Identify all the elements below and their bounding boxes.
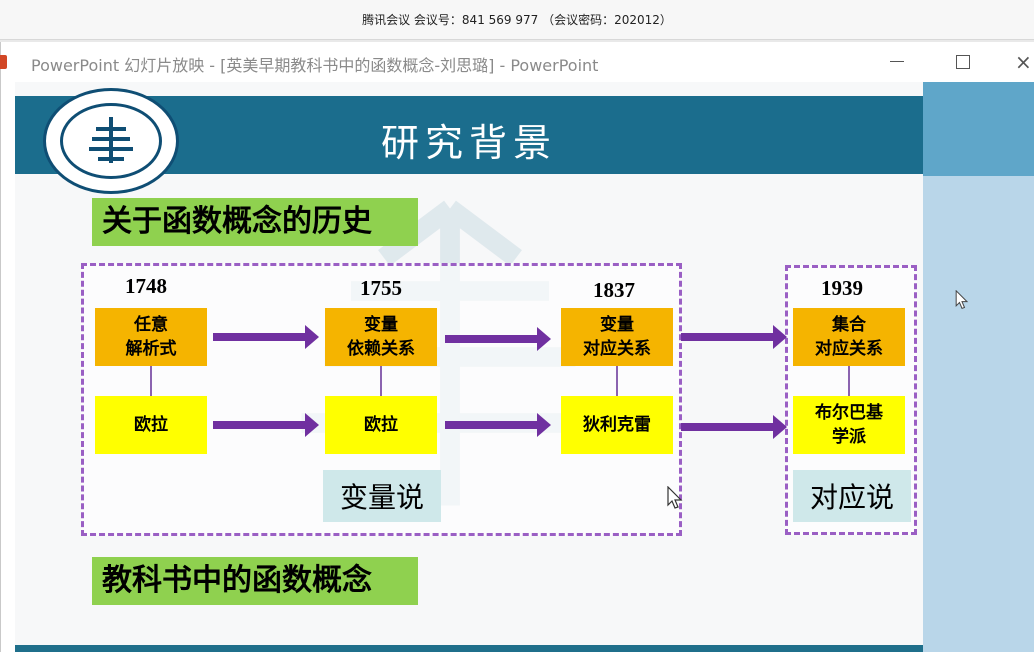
- arrow-right-icon: [773, 325, 787, 349]
- connector-line: [150, 366, 152, 396]
- person-dirichlet: 狄利克雷: [561, 396, 673, 454]
- minimize-button[interactable]: [877, 48, 917, 76]
- maximize-icon: [956, 55, 970, 69]
- person-euler-1755: 欧拉: [325, 396, 437, 454]
- person-euler-1748: 欧拉: [95, 396, 207, 454]
- arrow-body: [681, 423, 773, 431]
- close-button[interactable]: ×: [1005, 48, 1034, 76]
- powerpoint-window: PowerPoint 幻灯片放映 - [英美早期教科书中的函数概念-刘思璐] -…: [0, 42, 1034, 652]
- maximize-button[interactable]: [943, 48, 983, 76]
- arrow-body: [681, 333, 773, 341]
- slide[interactable]: 研究背景 关于函数概念的历史 1748 17: [15, 82, 923, 647]
- connector-line: [848, 366, 850, 396]
- meeting-info-bar: 腾讯会议 会议号：841 569 977 （会议密码：202012）: [0, 0, 1034, 40]
- concept-set-correspondence: 集合 对应关系: [793, 308, 905, 366]
- arrow-body: [213, 421, 305, 429]
- label-variable-theory: 变量说: [323, 470, 441, 522]
- arrow-right-icon: [537, 327, 551, 351]
- arrow-right-icon: [537, 413, 551, 437]
- side-panel: [923, 82, 1034, 652]
- logo-inner-ring: [60, 103, 162, 179]
- powerpoint-icon: [0, 55, 7, 69]
- slide-bottom-line: [15, 645, 923, 652]
- logo-tree-icon: [89, 117, 133, 163]
- concept-variable-dependence: 变量 依赖关系: [325, 308, 437, 366]
- arrow-right-icon: [305, 325, 319, 349]
- slide-title: 研究背景: [380, 121, 557, 165]
- concept-variable-correspondence: 变量 对应关系: [561, 308, 673, 366]
- window-titlebar[interactable]: PowerPoint 幻灯片放映 - [英美早期教科书中的函数概念-刘思璐] -…: [0, 42, 1034, 82]
- window-title: PowerPoint 幻灯片放映 - [英美早期教科书中的函数概念-刘思璐] -…: [31, 56, 599, 75]
- slide-show-area[interactable]: 研究背景 关于函数概念的历史 1748 17: [15, 82, 1034, 652]
- side-panel-header: [923, 82, 1034, 176]
- close-icon: ×: [1015, 50, 1032, 74]
- mouse-cursor-icon: [667, 486, 683, 509]
- arrow-right-icon: [773, 415, 787, 439]
- arrow-body: [445, 335, 537, 343]
- year-1748: 1748: [125, 274, 167, 298]
- arrow-body: [213, 333, 305, 341]
- year-1755: 1755: [360, 276, 402, 300]
- connector-line: [380, 366, 382, 396]
- arrow-right-icon: [305, 413, 319, 437]
- year-1837: 1837: [593, 278, 635, 302]
- connector-line: [616, 366, 618, 396]
- concept-analytic-expression: 任意 解析式: [95, 308, 207, 366]
- section-textbook-heading: 教科书中的函数概念: [92, 557, 418, 605]
- meeting-info-text: 腾讯会议 会议号：841 569 977 （会议密码：202012）: [362, 13, 672, 27]
- arrow-body: [445, 421, 537, 429]
- label-correspondence-theory: 对应说: [793, 470, 911, 522]
- section-history-heading: 关于函数概念的历史: [92, 198, 418, 246]
- minimize-icon: [890, 61, 904, 62]
- year-1939: 1939: [821, 276, 863, 300]
- university-logo: [43, 88, 179, 194]
- mouse-cursor-icon: [955, 290, 969, 309]
- person-bourbaki: 布尔巴基 学派: [793, 396, 905, 454]
